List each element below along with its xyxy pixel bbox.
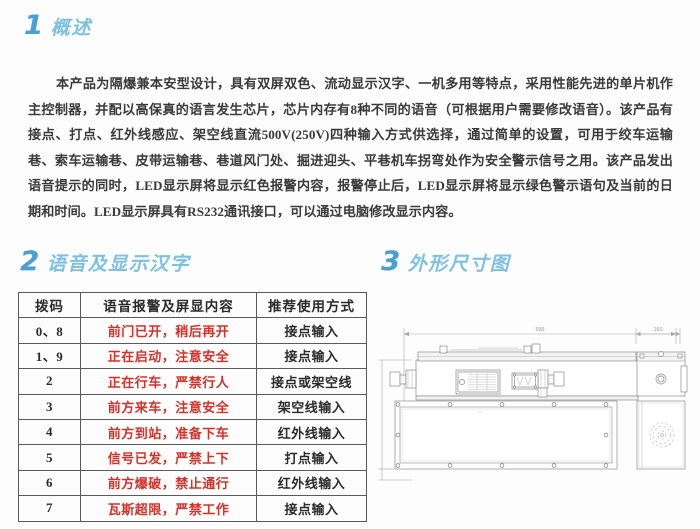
cell-message: 前门已开，稍后再开 [80, 317, 257, 344]
cell-message: 前方来车，注意安全 [80, 393, 257, 420]
table-row: 0、8 前门已开，稍后再开 接点输入 [18, 317, 367, 344]
table-row: 7 瓦斯超限，严禁工作 接点输入 [18, 495, 367, 522]
cell-mode: 红外线输入 [256, 469, 367, 497]
top-flange [417, 343, 637, 362]
cell-code: 7 [18, 495, 81, 522]
cell-code: 3 [18, 393, 81, 420]
table-row: 1、9 正在启动，注意安全 接点输入 [18, 342, 367, 370]
cell-mode: 接点输入 [256, 342, 367, 370]
side-port [655, 373, 667, 385]
voice-message-table: 拨码 语音报警及屏显内容 推荐使用方式 0、8 前门已开，稍后再开 接点输入 1… [18, 291, 367, 522]
cell-mode: 接点或架空线 [256, 368, 367, 395]
cell-code: 4 [18, 418, 81, 446]
cell-code: 2 [18, 368, 81, 395]
section-heading-voice-display: 2 语音及显示汉字 [20, 248, 190, 275]
cable-gland-left [389, 369, 417, 389]
overview-paragraph: 本产品为隔爆兼本安型设计，具有双屏双色、流动显示汉字、一机多用等特点，采用性能先… [28, 76, 673, 220]
section-title: 外形尺寸图 [407, 253, 511, 275]
speaker-grille [649, 422, 675, 448]
gland-stub-bottom [537, 387, 548, 398]
table-row: 2 正在行车，严禁行人 接点或架空线 [18, 368, 367, 395]
table-header-row: 拨码 语音报警及屏显内容 推荐使用方式 [18, 291, 367, 319]
column-header-mode: 推荐使用方式 [256, 291, 367, 319]
table-row: 6 前方爆破，禁止通行 红外线输入 [18, 469, 367, 497]
dimension-drawing-svg: 535 160 [378, 327, 688, 481]
control-window [511, 372, 539, 390]
cell-mode: 接点输入 [256, 317, 367, 344]
side-tab [680, 365, 688, 393]
cell-message: 瓦斯超限，严禁工作 [80, 495, 257, 522]
section-number: 1 [24, 10, 43, 41]
cell-code: 0、8 [18, 317, 81, 344]
column-header-message: 语音报警及屏显内容 [80, 291, 257, 319]
cell-message: 正在启动，注意安全 [80, 342, 257, 370]
section-title: 语音及显示汉字 [46, 253, 191, 275]
cell-message: 前方到站，准备下车 [80, 418, 257, 446]
cell-mode: 红外线输入 [256, 418, 367, 446]
panel-bolts [395, 402, 609, 468]
side-width-label: 160 [654, 327, 663, 333]
cell-mode: 架空线输入 [256, 393, 367, 420]
cell-code: 1、9 [18, 342, 81, 370]
led-display-panel [394, 400, 618, 470]
column-header-code: 拨码 [18, 291, 81, 319]
side-lower-block [636, 400, 686, 470]
section-number: 2 [20, 246, 39, 277]
cell-code: 5 [18, 444, 81, 471]
section-title: 概述 [50, 17, 92, 39]
section-heading-dimension-drawing: 3 外形尺寸图 [381, 248, 510, 275]
side-width-dimension [635, 328, 681, 344]
section-heading-overview: 1 概述 [24, 12, 92, 39]
cell-message: 正在行车，严禁行人 [80, 368, 257, 395]
cable-gland-right [537, 369, 565, 389]
cell-mode: 接点输入 [256, 495, 367, 522]
cell-message: 信号已发，严禁上下 [80, 444, 257, 471]
table-row: 4 前方到站，准备下车 红外线输入 [18, 418, 367, 446]
front-height-dimension [378, 359, 412, 481]
front-width-label: 535 [536, 327, 545, 333]
table-row: 3 前方来车，注意安全 架空线输入 [18, 393, 367, 420]
dimension-drawing: 535 160 [378, 288, 688, 526]
cell-message: 前方爆破，禁止通行 [80, 469, 257, 497]
section-number: 3 [381, 246, 400, 277]
table-row: 5 信号已发，严禁上下 打点输入 [18, 444, 367, 471]
nameplate [455, 369, 501, 395]
cell-mode: 打点输入 [256, 444, 367, 471]
cell-code: 6 [18, 469, 81, 497]
